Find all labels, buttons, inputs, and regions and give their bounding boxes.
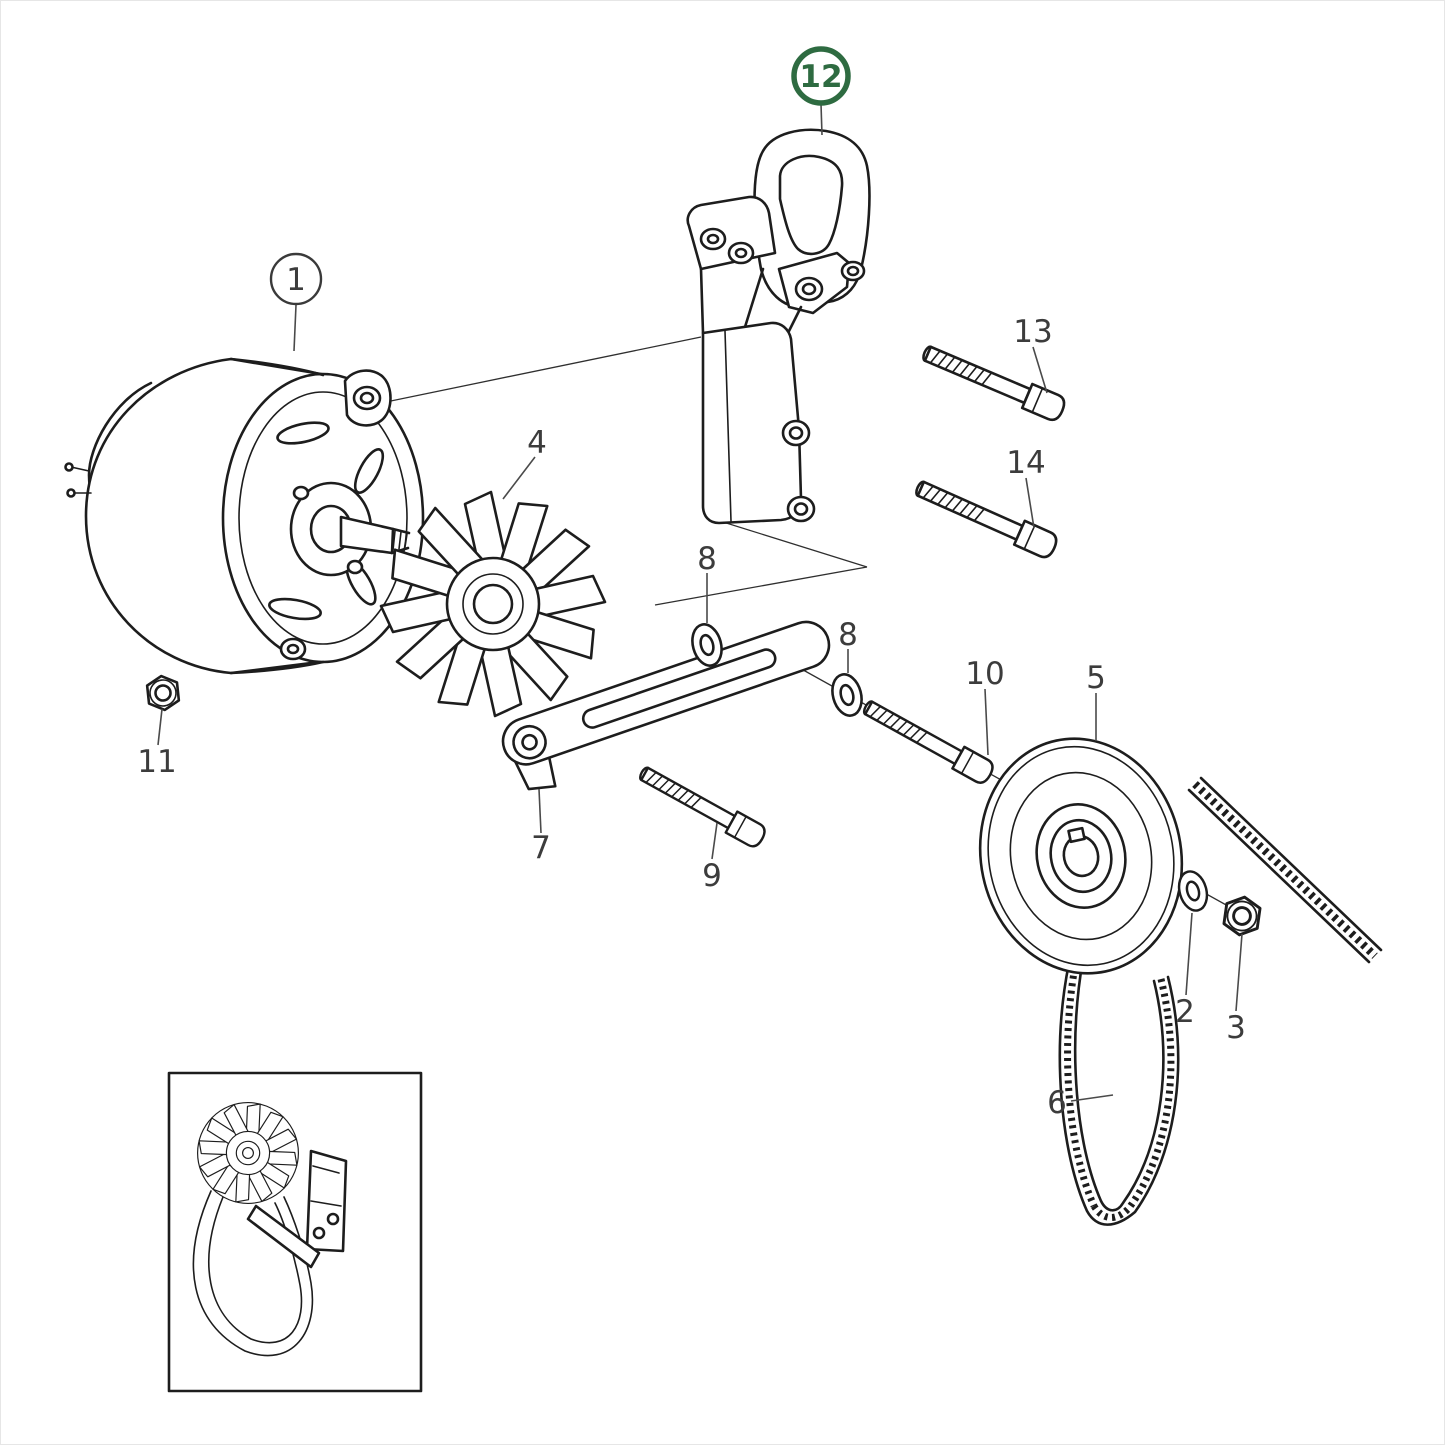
callout-label-3: 3 (1226, 1010, 1246, 1046)
bolt-part-13 (918, 339, 1069, 425)
callout-label-14: 14 (1006, 445, 1045, 481)
callout-label-6: 6 (1047, 1085, 1067, 1121)
fan-part (379, 490, 607, 718)
callout-label-11: 11 (137, 744, 176, 780)
bolt-part-14 (911, 474, 1061, 562)
callout-label-10: 10 (965, 656, 1004, 692)
alternator-part (64, 357, 425, 675)
drive-belt-part (1058, 776, 1383, 1226)
washer-part-8b (826, 669, 868, 721)
callout-label-5: 5 (1086, 660, 1106, 696)
pulley-part (978, 737, 1184, 975)
callout-label-9: 9 (702, 858, 722, 894)
nut-part-3 (1221, 893, 1263, 939)
callout-label-2: 2 (1175, 994, 1195, 1030)
callout-label-1: 1 (286, 262, 306, 298)
leader-lines (157, 103, 1243, 1102)
callout-label-8a: 8 (697, 541, 717, 577)
adjusting-arm-part (501, 620, 831, 791)
callout-label-7: 7 (531, 830, 551, 866)
bolt-part-10 (858, 694, 998, 788)
callout-circle-1 (269, 252, 323, 306)
callout-label-13: 13 (1013, 314, 1052, 350)
inset-assembled-view (167, 1071, 423, 1393)
callout-label-8b: 8 (838, 617, 858, 653)
callout-circle-12-highlight (791, 46, 851, 106)
callouts: 1 12 4 13 14 8 8 10 5 7 9 11 2 3 6 (137, 46, 1246, 1121)
callout-label-12: 12 (799, 59, 842, 95)
nut-part-11 (145, 673, 181, 713)
bolt-part-9 (634, 760, 770, 851)
callout-label-4: 4 (527, 425, 547, 461)
bracket-part (686, 128, 871, 525)
